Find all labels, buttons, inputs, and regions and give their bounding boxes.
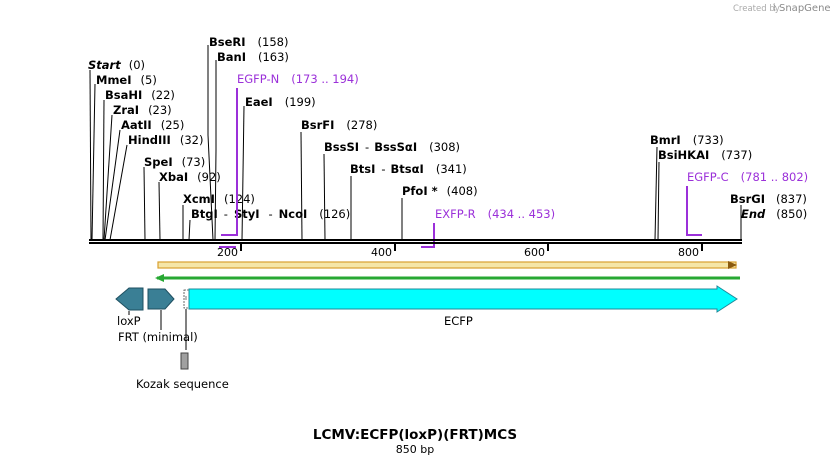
- orf-forward-bar: [157, 261, 737, 269]
- primer-egfp-c-arrow: [686, 186, 702, 236]
- map-subtitle: 850 bp: [396, 443, 434, 456]
- site-zrai: ZraI(23): [113, 103, 172, 117]
- site-spei: SpeI(73): [144, 155, 205, 169]
- site-mmei: MmeI(5): [96, 73, 157, 87]
- kozak-marker: [183, 289, 190, 309]
- frt-arrow: [147, 288, 175, 310]
- site-xcmi: XcmI(124): [183, 192, 255, 206]
- site-xbai: XbaI(92): [159, 170, 221, 184]
- orf-reverse-arrowhead: [155, 274, 164, 282]
- loxp-arrow: [115, 287, 144, 311]
- feature-label-loxp: loxP: [117, 314, 141, 328]
- site-bsahi: BsaHI(22): [105, 88, 175, 102]
- site-leader-lines: [89, 45, 742, 241]
- primer-egfp-n: EGFP-N(173 .. 194): [237, 72, 359, 86]
- orf-forward-arrowhead: [728, 261, 737, 269]
- site-bseri: BseRI(158): [209, 35, 288, 49]
- ruler-label-800: 800: [678, 246, 699, 259]
- site-start: Start(0): [88, 58, 145, 72]
- site-btsi: BtsI-BtsαI(341): [350, 162, 467, 176]
- kozak-box: [180, 352, 189, 370]
- site-bmri: BmrI(733): [650, 133, 724, 147]
- credit-prefix: Created by: [733, 4, 780, 14]
- site-bsrfi: BsrFI(278): [301, 118, 377, 132]
- primer-egfp-c: EGFP-C(781 .. 802): [687, 170, 808, 184]
- site-end: End(850): [741, 207, 807, 221]
- credit-brand: SnapGene: [779, 3, 830, 14]
- site-pfoi: PfoI *(408): [402, 184, 478, 198]
- feature-label-frt: FRT (minimal): [118, 330, 198, 344]
- feature-label-ecfp: ECFP: [444, 314, 473, 328]
- primer-exfp-r-arrow: [421, 223, 435, 248]
- ecfp-arrow: [188, 285, 738, 313]
- primer-egfp-n-arrow: [221, 88, 238, 236]
- site-bsssi: BssSI-BssSαI(308): [324, 140, 460, 154]
- site-bsrgi: BsrGI(837): [730, 192, 807, 206]
- snapgene-logo-icon: ⌇: [772, 3, 777, 14]
- map-title: LCMV:ECFP(loxP)(FRT)MCS: [313, 427, 517, 443]
- primer-exfp-r: EXFP-R(434 .. 453): [435, 207, 555, 221]
- ruler-label-200: 200: [217, 246, 238, 259]
- site-bani: BanI(163): [217, 50, 289, 64]
- ruler-label-400: 400: [371, 246, 392, 259]
- site-eaei: EaeI(199): [245, 95, 316, 109]
- site-hindiii: HindIII(32): [128, 133, 203, 147]
- site-btgi-styi-ncoi: BtgI-StyI-NcoI(126): [191, 207, 350, 221]
- site-aatii: AatII(25): [121, 118, 184, 132]
- site-bsihkai: BsiHKAI(737): [658, 148, 752, 162]
- feature-label-kozak: Kozak sequence: [136, 377, 229, 391]
- ruler-label-600: 600: [524, 246, 545, 259]
